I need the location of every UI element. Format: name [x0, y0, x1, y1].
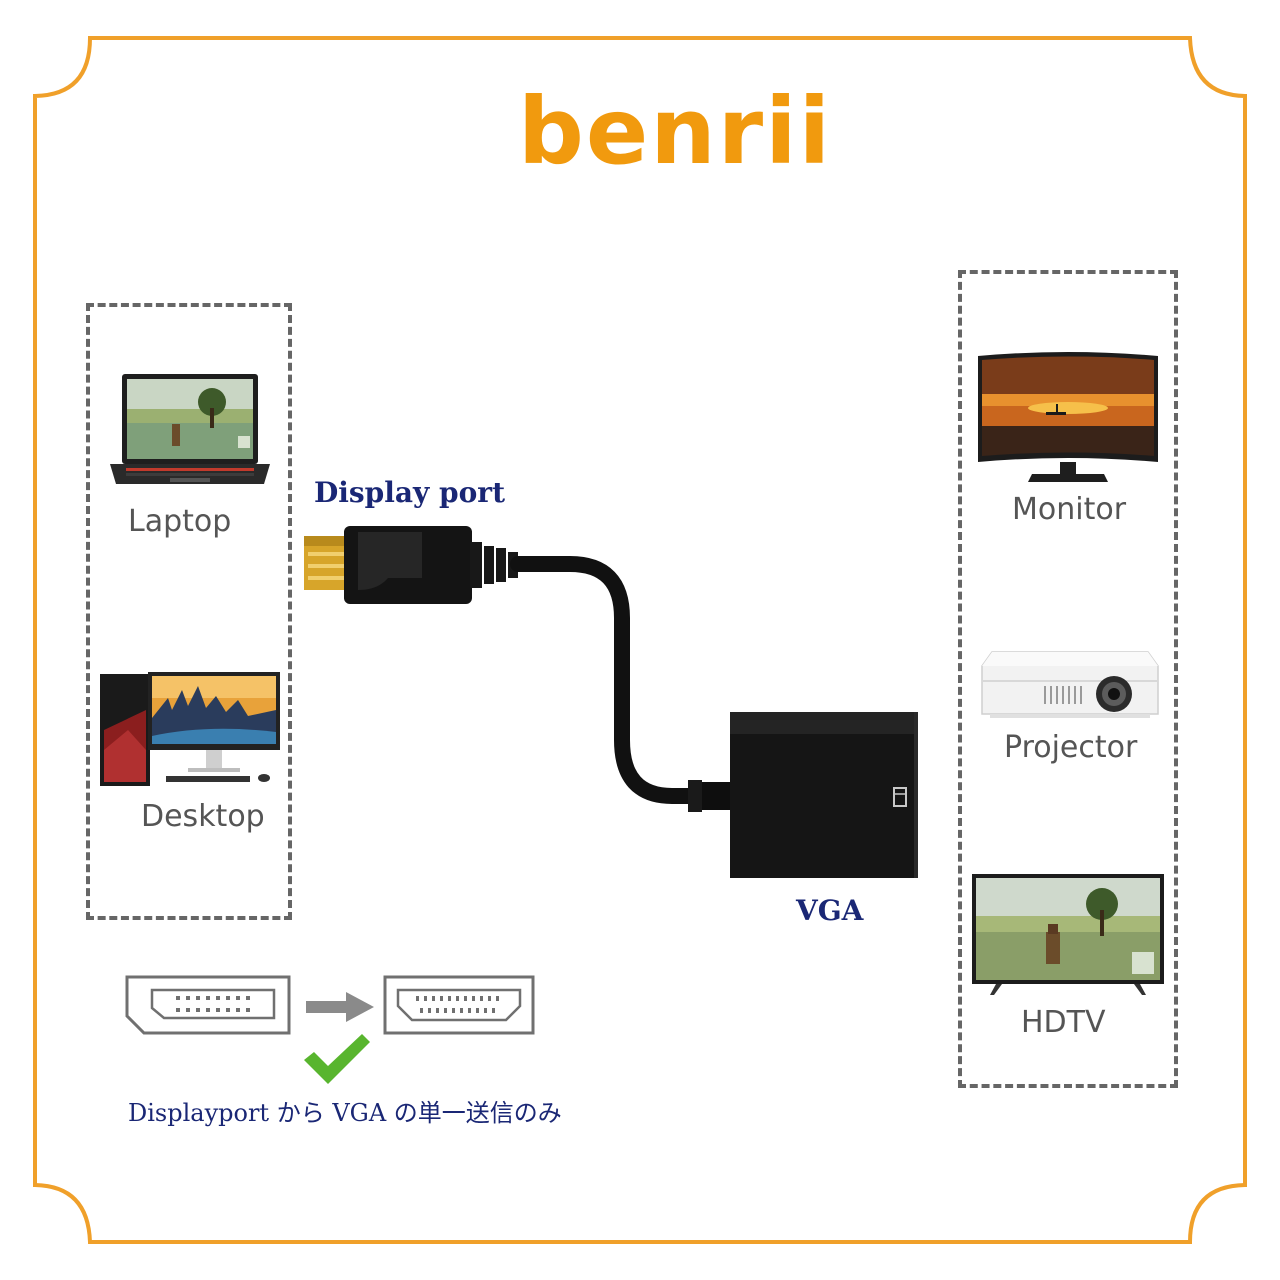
desktop-icon — [100, 672, 280, 786]
direction-caption: Displayport から VGA の単一送信のみ — [128, 1099, 562, 1127]
displayport-icon — [125, 975, 291, 1035]
desktop-label: Desktop — [141, 799, 265, 834]
projector-label: Projector — [1004, 730, 1138, 765]
adapter-cable — [510, 556, 708, 804]
usb-icon — [893, 787, 907, 807]
monitor-label: Monitor — [1012, 492, 1127, 527]
laptop-label: Laptop — [128, 504, 232, 539]
adapter-cable-illustration — [304, 526, 918, 878]
arrow-right-icon — [306, 992, 374, 1022]
hdtv-icon — [972, 874, 1164, 995]
source-devices-box — [86, 303, 292, 920]
hdmi-port-icon — [383, 975, 535, 1035]
target-devices-box — [958, 270, 1178, 1088]
displayport-label: Display port — [314, 476, 505, 509]
vga-adapter-box — [730, 712, 916, 878]
monitor-icon — [978, 352, 1158, 482]
checkmark-icon — [304, 1034, 370, 1084]
laptop-icon — [110, 374, 270, 484]
vga-label: VGA — [796, 894, 864, 927]
projector-icon — [981, 651, 1159, 718]
hdtv-label: HDTV — [1021, 1005, 1106, 1040]
brand-logo: benrii — [518, 78, 833, 185]
